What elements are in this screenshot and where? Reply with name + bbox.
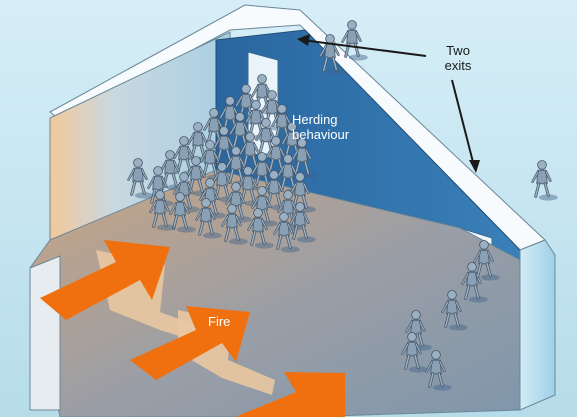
front-edge [29, 255, 61, 411]
right-outer-wall [519, 239, 556, 411]
two-exits-label: Two exits [444, 43, 472, 73]
herding-behaviour-label: Herding behaviour [292, 112, 350, 142]
pointer-to-left-exit [301, 39, 427, 57]
fire-arrow-3 [235, 372, 345, 417]
fire-label: Fire [208, 314, 231, 329]
fire-arrow-1 [40, 240, 170, 320]
pointer-arrow-icon [297, 34, 480, 173]
pointer-to-right-exit [451, 79, 475, 167]
fire-arrow-2 [130, 306, 250, 380]
fire-arrow-icon [40, 240, 345, 417]
